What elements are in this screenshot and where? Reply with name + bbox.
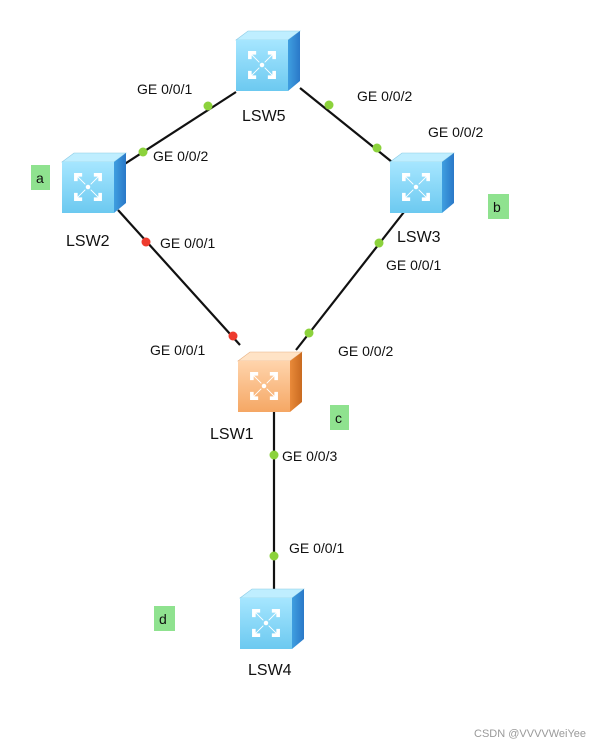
switch-lsw1[interactable] <box>237 351 303 412</box>
port-dot-lsw2-ge002 <box>138 147 148 157</box>
port-dot-lsw5-ge002 <box>324 100 334 110</box>
port-label-lsw3-ge001: GE 0/0/1 <box>386 257 441 273</box>
port-dot-lsw3-ge001 <box>374 238 384 248</box>
tag-c: c <box>330 405 349 430</box>
link-lsw3-lsw1 <box>295 211 405 351</box>
switch-lsw5[interactable] <box>235 30 301 91</box>
link-lsw2-lsw1 <box>117 209 241 346</box>
device-label-lsw4: LSW4 <box>248 662 292 679</box>
port-label-lsw3-ge002: GE 0/0/2 <box>428 124 483 140</box>
port-label-lsw5-ge001: GE 0/0/1 <box>137 81 192 97</box>
port-dot-lsw3-ge002 <box>372 143 382 153</box>
device-label-lsw5: LSW5 <box>242 108 286 125</box>
port-dot-lsw2-ge001 <box>141 237 151 247</box>
switch-lsw3[interactable] <box>389 152 455 213</box>
port-label-lsw5-ge002: GE 0/0/2 <box>357 88 412 104</box>
device-label-lsw3: LSW3 <box>397 229 441 246</box>
svg-text:d: d <box>159 611 167 627</box>
watermark: CSDN @VVVVWeiYee <box>474 728 586 740</box>
switch-lsw2[interactable] <box>61 152 127 213</box>
port-label-lsw2-ge001: GE 0/0/1 <box>160 235 215 251</box>
switch-lsw4[interactable] <box>239 588 305 649</box>
port-dot-lsw1-ge001 <box>228 331 238 341</box>
port-label-lsw1-ge003: GE 0/0/3 <box>282 448 337 464</box>
svg-text:b: b <box>493 199 501 215</box>
port-dot-lsw5-ge001 <box>203 101 213 111</box>
port-label-lsw2-ge002: GE 0/0/2 <box>153 148 208 164</box>
tag-d: d <box>154 606 175 631</box>
port-label-lsw1-ge001: GE 0/0/1 <box>150 342 205 358</box>
tag-a: a <box>31 165 50 190</box>
device-label-lsw2: LSW2 <box>66 233 110 250</box>
port-dot-lsw1-ge002 <box>304 328 314 338</box>
port-label-lsw1-ge002: GE 0/0/2 <box>338 343 393 359</box>
svg-text:c: c <box>335 410 342 426</box>
port-dot-lsw1-ge003 <box>269 450 279 460</box>
port-label-lsw4-ge001: GE 0/0/1 <box>289 540 344 556</box>
tag-b: b <box>488 194 509 219</box>
svg-text:a: a <box>36 170 44 186</box>
port-dot-lsw4-ge001 <box>269 551 279 561</box>
device-label-lsw1: LSW1 <box>210 426 254 443</box>
